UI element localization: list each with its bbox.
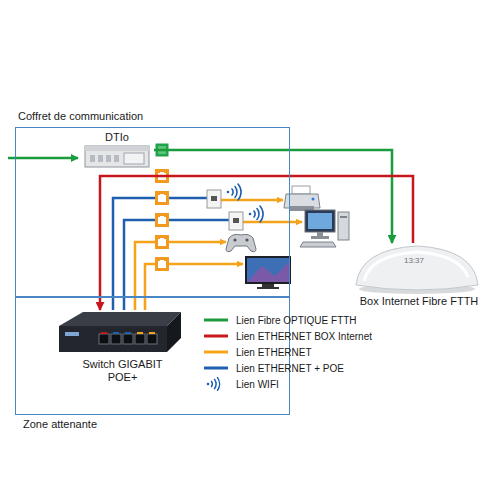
box-drawing: [350, 243, 484, 295]
group-title: Zone attenante: [23, 418, 97, 431]
legend-text: Lien ETHERNET BOX Internet: [236, 331, 372, 342]
legend-row: Lien ETHERNET BOX Internet: [203, 328, 372, 344]
legend-text: Lien ETHERNET: [236, 347, 312, 358]
fiber-input: [8, 158, 78, 159]
legend-text: Lien WIFI: [236, 379, 279, 390]
switch-wires: [113, 198, 155, 310]
tv-icon: [245, 256, 291, 289]
switch-drawing: [55, 310, 185, 356]
legend-text: Lien ETHERNET + POE: [236, 363, 344, 374]
legend-row: Lien Fibre OPTIQUE FTTH: [203, 312, 372, 328]
wall-socket: [207, 190, 243, 230]
device-wires: [169, 198, 302, 264]
device-label: Switch GIGABIT POE+: [75, 358, 170, 384]
legend-swatch: [203, 329, 229, 343]
dtio-device: DTIo: [80, 131, 154, 168]
legend-wifi-icon: [203, 377, 229, 391]
legend-row: Lien WIFI: [203, 376, 372, 392]
legend: Lien Fibre OPTIQUE FTTH Lien ETHERNET BOX…: [203, 312, 372, 392]
wifi-icon: [227, 184, 263, 222]
legend-swatch: [203, 345, 229, 359]
cabinet-group: Coffret de communicationDTIo: [15, 110, 290, 297]
switch-device: Switch GIGABIT POE+: [55, 310, 190, 384]
legend-swatch: [203, 313, 229, 327]
legend-row: Lien ETHERNET: [203, 344, 372, 360]
computer-icon: [300, 210, 349, 247]
legend-text: Lien Fibre OPTIQUE FTTH: [236, 315, 357, 326]
group-border: [15, 127, 290, 297]
device-label: DTIo: [80, 131, 154, 144]
legend-row: Lien ETHERNET + POE: [203, 360, 372, 376]
display-time: 13:37: [404, 256, 424, 265]
rj45-sockets: [155, 169, 169, 271]
device-label: Box Internet Fibre FTTH: [350, 295, 488, 308]
link-line: [154, 150, 392, 243]
legend-swatch: [203, 361, 229, 375]
internet-box: Box Internet Fibre FTTH: [350, 243, 488, 308]
gamepad-icon: [226, 234, 256, 251]
group-title: Coffret de communication: [18, 110, 143, 123]
dtio-drawing: [84, 145, 150, 168]
